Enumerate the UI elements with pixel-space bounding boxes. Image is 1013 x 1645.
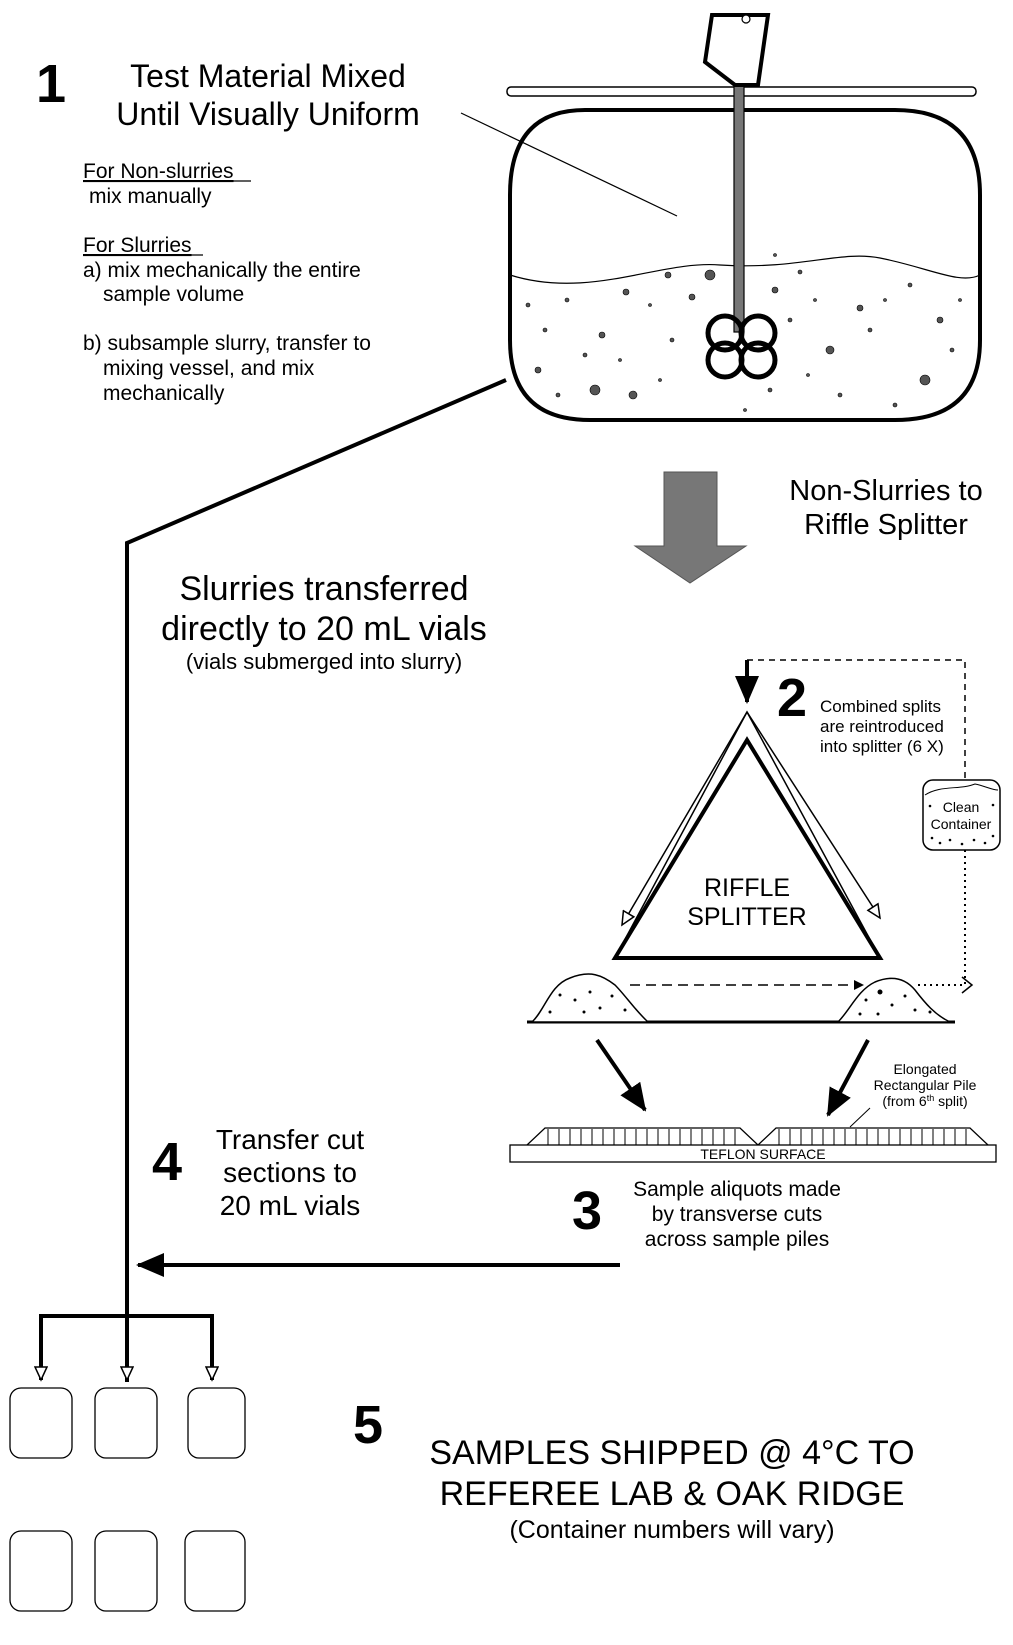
pile-label-line2: Rectangular Pile	[874, 1077, 977, 1093]
pile-label-line3-prefix: (from 6	[882, 1093, 927, 1109]
riffle-splitter-label-line1: RIFFLE	[704, 874, 790, 902]
right-pile-down-arrow	[826, 1039, 870, 1117]
step1-number: 1	[36, 54, 66, 114]
recycle-dotted-line	[915, 841, 969, 986]
clean-container-label-line2: Container	[931, 816, 992, 832]
step2-number: 2	[777, 668, 807, 728]
mixing-vessel	[506, 13, 982, 422]
vessel-body	[508, 108, 982, 422]
slurry-b-line1: b) subsample slurry, transfer to	[83, 332, 371, 355]
slurry-b-line2: mixing vessel, and mix	[103, 357, 315, 380]
right-chute-arrow	[746, 711, 880, 918]
step3-number: 3	[572, 1181, 602, 1241]
right-elongated-pile	[757, 1127, 989, 1146]
slurries-label-line3: (vials submerged into slurry)	[186, 649, 462, 674]
clean-container: Clean Container	[922, 779, 1001, 851]
slurry-surface-line	[509, 255, 981, 284]
step3-text-line1: Sample aliquots made	[633, 1178, 841, 1201]
left-elongated-pile	[526, 1127, 759, 1146]
vial	[9, 1387, 73, 1459]
step2-text-line3: into splitter (6 X)	[820, 737, 944, 756]
step3-text-line3: across sample piles	[645, 1228, 829, 1251]
slurry-b-line3: mechanically	[103, 382, 225, 405]
slurry-heading: For Slurries	[83, 234, 192, 257]
pile-particles	[548, 989, 932, 1016]
step5-number: 5	[353, 1395, 383, 1455]
slurries-label-line1: Slurries transferred	[179, 570, 468, 608]
pile-label-line3-sup: th	[927, 1093, 935, 1103]
slurry-a-line2: sample volume	[103, 283, 244, 306]
riffle-splitter-label-line2: SPLITTER	[687, 903, 806, 931]
slurries-label-line2: directly to 20 mL vials	[161, 610, 487, 648]
mixer-shaft	[733, 43, 745, 333]
mixer-impeller	[705, 313, 778, 380]
recycle-dashed-line	[747, 659, 966, 780]
step4-text-line1: Transfer cut	[216, 1124, 365, 1155]
pile-label-line3-suffix: split)	[934, 1093, 967, 1109]
pile-label-line1: Elongated	[893, 1061, 956, 1077]
nonslurry-heading: For Non-slurries	[83, 160, 234, 183]
nonslurries-label-line2: Riffle Splitter	[804, 509, 968, 541]
step4-text-line2: sections to	[223, 1157, 357, 1188]
nonslurry-text: mix manually	[89, 185, 212, 208]
mixer-bracket-hole	[741, 14, 751, 24]
left-chute-arrow	[622, 711, 748, 925]
title-leader-line	[460, 112, 678, 217]
slurry-particles	[525, 253, 962, 412]
nonslurries-label-line1: Non-Slurries to	[789, 475, 982, 507]
down-arrow-to-splitter	[633, 471, 748, 584]
left-pile-down-arrow	[595, 1038, 647, 1112]
vial	[94, 1387, 158, 1459]
riffle-splitter-triangle	[611, 736, 884, 960]
pile-label-leader	[849, 1107, 871, 1128]
step5-text-line2: REFEREE LAB & OAK RIDGE	[440, 1475, 905, 1513]
step5-text-line1: SAMPLES SHIPPED @ 4°C TO	[429, 1434, 914, 1472]
transverse-cut-lines	[547, 1129, 967, 1145]
teflon-surface-label: TEFLON SURFACE	[700, 1146, 825, 1162]
step1-title-line2: Until Visually Uniform	[116, 96, 420, 132]
pile-label-line3: (from 6th split)	[882, 1093, 967, 1109]
step2-text-line1: Combined splits	[820, 697, 941, 716]
clean-container-body	[922, 779, 1001, 851]
slurry-path-line	[125, 378, 507, 1382]
mixer-motor-bracket	[702, 13, 771, 87]
step4-number: 4	[152, 1132, 182, 1192]
teflon-surface-slab	[509, 1144, 997, 1163]
step2-text-line2: are reintroduced	[820, 717, 944, 736]
clean-container-label-line1: Clean	[943, 799, 980, 815]
vial	[94, 1530, 158, 1612]
right-pile	[836, 977, 951, 1023]
step4-text-line3: 20 mL vials	[220, 1190, 361, 1221]
left-pile	[530, 973, 650, 1023]
recycle-dotted-arrowhead	[961, 976, 974, 994]
slurry-a-line1: a) mix mechanically the entire	[83, 259, 361, 282]
step3-text-line2: by transverse cuts	[652, 1203, 822, 1226]
step1-title-line1: Test Material Mixed	[130, 58, 406, 94]
vial	[187, 1387, 246, 1459]
vial	[9, 1530, 73, 1612]
sample-vials	[9, 1387, 246, 1612]
step5-text-line3: (Container numbers will vary)	[509, 1516, 834, 1544]
teflon-surface: TEFLON SURFACE	[509, 1127, 997, 1163]
vial	[184, 1530, 246, 1612]
clean-container-fill-line	[924, 783, 999, 796]
